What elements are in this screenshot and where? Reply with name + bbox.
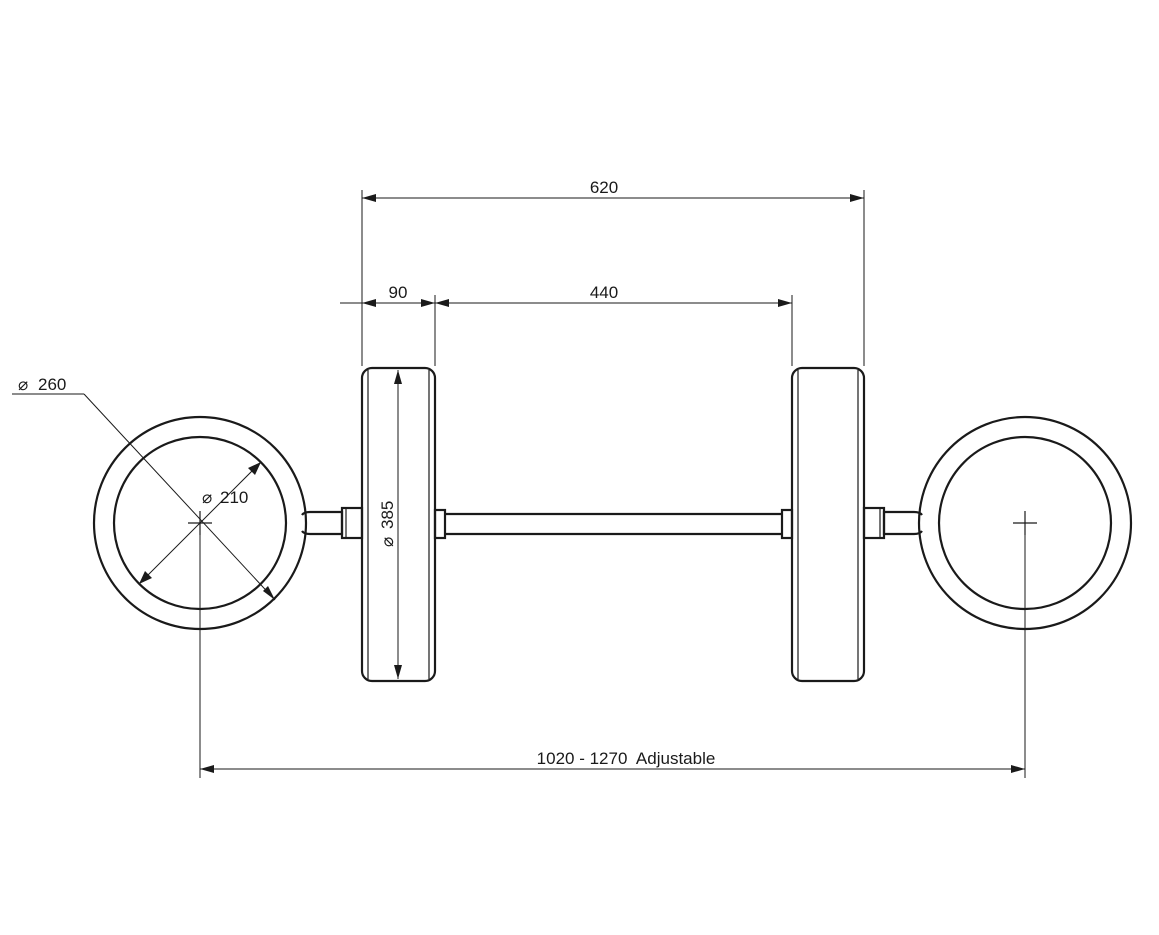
- leader-line-260: [83, 393, 276, 601]
- right-wheel: [790, 366, 866, 683]
- axle: [433, 508, 794, 540]
- dimension-span: 1020 - 1270 Adjustable: [199, 535, 1026, 778]
- left-neck: [301, 510, 344, 536]
- dimension-label-span: 1020 - 1270 Adjustable: [537, 749, 716, 768]
- dimension-620: 620: [361, 178, 865, 366]
- left-collar: [340, 506, 364, 540]
- right-collar: [862, 506, 886, 540]
- arrowhead: [1011, 765, 1025, 773]
- axle-left-hub: [433, 508, 447, 540]
- arrowhead: [421, 299, 435, 307]
- arrowhead: [394, 665, 402, 679]
- right-ring-handle: [862, 415, 1133, 631]
- dimension-label-440: 440: [590, 283, 618, 302]
- arrowhead: [778, 299, 792, 307]
- diameter-symbol-260: ⌀: [18, 375, 28, 394]
- right-wheel-body: [790, 366, 866, 683]
- arrowhead: [435, 299, 449, 307]
- arrowhead: [263, 586, 275, 600]
- dimension-label-620: 620: [590, 178, 618, 197]
- dimension-label-90: 90: [389, 283, 408, 302]
- dimension-label-385: 385: [378, 501, 397, 529]
- dimension-diameter-260: ⌀ 260: [12, 375, 276, 601]
- arrowhead: [362, 299, 376, 307]
- dimension-90: 90: [340, 283, 436, 366]
- arrowhead: [139, 571, 152, 584]
- diameter-symbol-385: ⌀: [378, 537, 397, 547]
- right-neck: [882, 510, 923, 536]
- axle-right-hub: [780, 508, 794, 540]
- dimension-label-210: 210: [220, 488, 248, 507]
- arrowhead: [248, 462, 261, 475]
- dimension-line-210: [138, 461, 262, 585]
- arrowhead: [394, 370, 402, 384]
- arrowhead: [200, 765, 214, 773]
- arrowhead: [850, 194, 864, 202]
- dimension-diameter-385: ⌀ 385: [378, 370, 402, 679]
- dimension-diameter-210: ⌀ 210: [138, 461, 262, 585]
- arrowhead: [362, 194, 376, 202]
- dimension-440: 440: [435, 283, 793, 366]
- diameter-symbol-210: ⌀: [202, 488, 212, 507]
- dimension-label-260: 260: [38, 375, 66, 394]
